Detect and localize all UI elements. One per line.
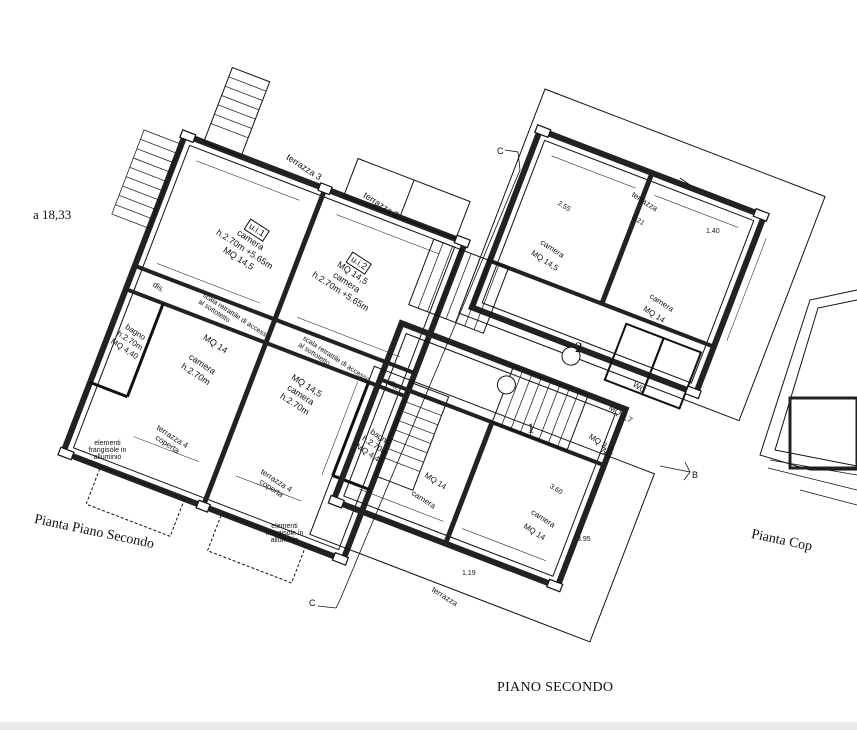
left-edge-scale-fragment: a 18,33 <box>33 207 72 222</box>
right-plan-title: PIANO SECONDO <box>497 680 614 695</box>
section-c-top: C <box>497 146 504 156</box>
left-plan <box>57 66 472 584</box>
left-sunshade-note-1: elementi frangisole in alluminio <box>88 440 127 461</box>
stair-marker-1: 1 <box>527 421 535 437</box>
roof-plan-partial <box>759 289 857 506</box>
room-area: MQ 14 <box>422 470 448 492</box>
dim-label: 1.40 <box>706 228 720 235</box>
dim-label: 1.19 <box>462 570 476 577</box>
stair-marker-2: 2 <box>575 340 583 356</box>
dim-label: 3.95 <box>577 536 591 543</box>
section-b: B <box>692 470 699 480</box>
room-name: camera <box>409 488 438 511</box>
section-line-c <box>317 149 521 609</box>
bottom-scroll-strip <box>0 722 857 730</box>
right-plan <box>309 88 826 643</box>
section-c-bottom: C <box>309 598 316 608</box>
section-line-b <box>659 461 691 481</box>
left-sunshade-note-2: elementi frangisole in alluminio <box>265 523 304 544</box>
